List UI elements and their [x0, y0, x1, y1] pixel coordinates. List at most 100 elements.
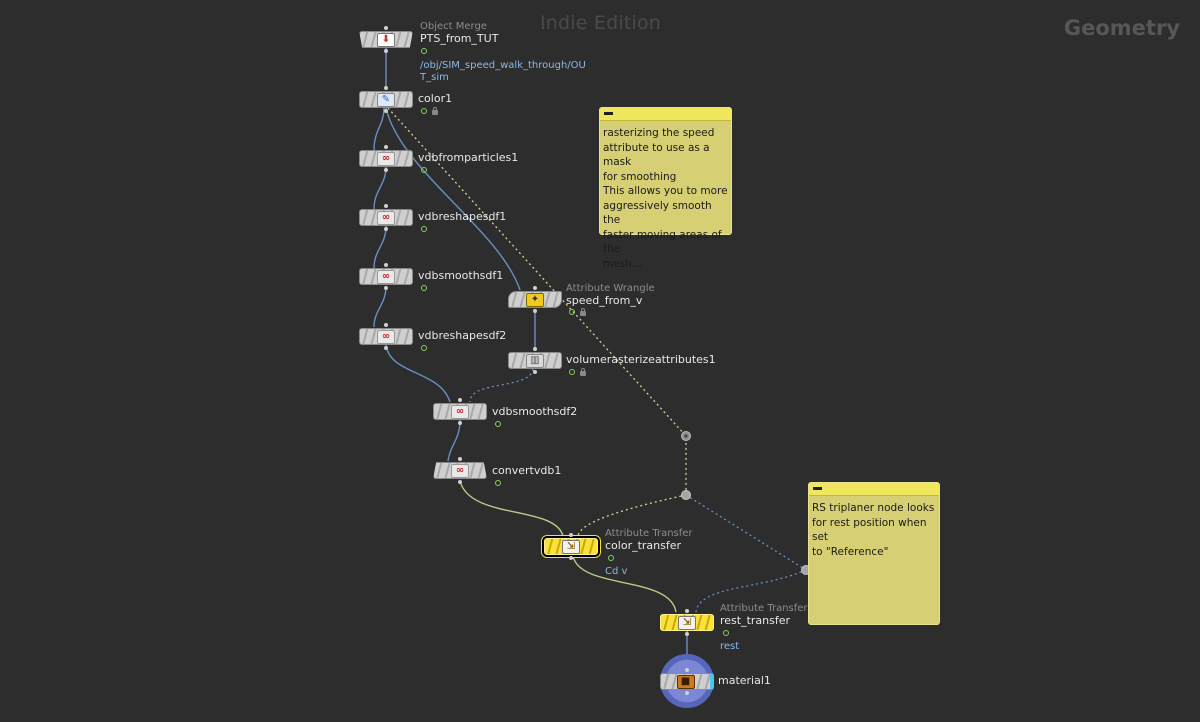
- node-port[interactable]: [569, 533, 573, 537]
- sticky-text[interactable]: RS triplaner node looks for rest positio…: [812, 502, 935, 558]
- node-port[interactable]: [384, 86, 388, 90]
- sticky-note-rasterize[interactable]: rasterizing the speed attribute to use a…: [599, 107, 732, 270]
- display-flag-icon[interactable]: [421, 345, 427, 351]
- node-port[interactable]: [384, 263, 388, 267]
- object-merge-icon: ⬇: [377, 32, 395, 47]
- node-port[interactable]: [533, 309, 537, 313]
- wire-dot-colortransfer: [577, 494, 687, 537]
- collapse-icon[interactable]: [604, 112, 613, 115]
- display-flag-icon[interactable]: [421, 226, 427, 232]
- wire-vdbfrom-reshape1: [373, 166, 387, 210]
- node-port[interactable]: [384, 346, 388, 350]
- node-color1[interactable]: ✎: [359, 91, 413, 108]
- node-param-attributes: rest: [720, 641, 740, 652]
- vdb-icon: ∞: [451, 404, 469, 419]
- sticky-text[interactable]: rasterizing the speed attribute to use a…: [603, 127, 728, 270]
- vdb-icon: ∞: [451, 463, 469, 478]
- node-port[interactable]: [685, 632, 689, 636]
- attribute-transfer-icon: ⇲: [678, 615, 696, 630]
- wire-dot-rest: [685, 494, 807, 571]
- wire-reshape1-smooth1: [373, 225, 387, 269]
- wire-volraster-smooth2: [469, 368, 534, 403]
- display-flag-icon[interactable]: [421, 285, 427, 291]
- display-flag-icon[interactable]: [495, 421, 501, 427]
- node-port[interactable]: [458, 421, 462, 425]
- node-port[interactable]: [533, 347, 537, 351]
- node-param-attributes: Cd v: [605, 566, 628, 577]
- node-rest-transfer[interactable]: ⇲: [660, 614, 714, 631]
- node-port[interactable]: [533, 370, 537, 374]
- node-label-speed-from-v[interactable]: speed_from_v: [566, 294, 643, 307]
- node-label-vdbreshapesdf2[interactable]: vdbreshapesdf2: [418, 329, 507, 342]
- node-port[interactable]: [384, 168, 388, 172]
- color-icon: ✎: [377, 92, 395, 107]
- node-label-material1[interactable]: material1: [718, 674, 771, 687]
- node-type-attribute-wrangle: Attribute Wrangle: [566, 283, 655, 294]
- node-port[interactable]: [384, 323, 388, 327]
- sticky-header[interactable]: [600, 108, 731, 121]
- node-type-attribute-transfer: Attribute Transfer: [720, 603, 808, 614]
- node-port[interactable]: [685, 691, 689, 695]
- node-port[interactable]: [458, 398, 462, 402]
- node-port[interactable]: [384, 204, 388, 208]
- node-type-attribute-transfer: Attribute Transfer: [605, 528, 693, 539]
- node-material1[interactable]: ■: [660, 673, 714, 690]
- collapse-icon[interactable]: [813, 487, 822, 490]
- display-flag-icon[interactable]: [421, 108, 427, 114]
- wire-dot-2[interactable]: [681, 490, 691, 500]
- lock-icon[interactable]: [432, 107, 438, 115]
- node-port[interactable]: [384, 286, 388, 290]
- display-flag-icon[interactable]: [608, 555, 614, 561]
- node-label-convertvdb1[interactable]: convertvdb1: [492, 464, 562, 477]
- node-label-rest-transfer[interactable]: rest_transfer: [720, 614, 791, 627]
- display-flag-icon[interactable]: [569, 369, 575, 375]
- display-flag-icon[interactable]: [723, 630, 729, 636]
- node-volumerasterizeattributes1[interactable]: ▥: [508, 352, 562, 369]
- node-vdbreshapesdf1[interactable]: ∞: [359, 209, 413, 226]
- vdb-icon: ∞: [377, 329, 395, 344]
- lock-icon[interactable]: [580, 308, 586, 316]
- node-port[interactable]: [685, 668, 689, 672]
- node-speed-from-v[interactable]: ✦: [508, 291, 562, 308]
- lock-icon[interactable]: [580, 368, 586, 376]
- node-port[interactable]: [384, 49, 388, 53]
- node-label-vdbfromparticles1[interactable]: vdbfromparticles1: [418, 151, 519, 164]
- node-port[interactable]: [384, 145, 388, 149]
- node-convertvdb1[interactable]: ∞: [433, 462, 487, 479]
- node-label-pts-from-tut[interactable]: PTS_from_TUT: [420, 32, 499, 45]
- node-port[interactable]: [458, 480, 462, 484]
- node-vdbfromparticles1[interactable]: ∞: [359, 150, 413, 167]
- node-label-vdbreshapesdf1[interactable]: vdbreshapesdf1: [418, 210, 507, 223]
- display-flag-icon[interactable]: [569, 309, 575, 315]
- node-port[interactable]: [458, 457, 462, 461]
- node-label-volumerasterize[interactable]: volumerasterizeattributes1: [566, 353, 716, 366]
- display-flag-icon[interactable]: [421, 48, 427, 54]
- node-port[interactable]: [384, 227, 388, 231]
- node-vdbsmoothsdf1[interactable]: ∞: [359, 268, 413, 285]
- node-port[interactable]: [569, 556, 573, 560]
- node-label-color-transfer[interactable]: color_transfer: [605, 539, 682, 552]
- sticky-header[interactable]: [809, 483, 939, 496]
- wire-smooth1-reshape2: [373, 285, 387, 328]
- node-label-vdbsmoothsdf2[interactable]: vdbsmoothsdf2: [492, 405, 578, 418]
- wire-colortransfer-resttransfer: [572, 555, 677, 613]
- node-label-color1[interactable]: color1: [418, 92, 453, 105]
- vdb-icon: ∞: [377, 151, 395, 166]
- display-flag-icon[interactable]: [495, 480, 501, 486]
- node-label-vdbsmoothsdf1[interactable]: vdbsmoothsdf1: [418, 269, 504, 282]
- vdb-icon: ∞: [377, 269, 395, 284]
- network-context-title: Geometry: [1063, 16, 1180, 40]
- node-pts-from-tut[interactable]: ⬇: [359, 31, 413, 48]
- node-port[interactable]: [685, 609, 689, 613]
- node-port[interactable]: [384, 109, 388, 113]
- node-port[interactable]: [533, 286, 537, 290]
- display-flag-icon[interactable]: [421, 167, 427, 173]
- node-color-transfer[interactable]: ⇲: [542, 536, 600, 557]
- node-port[interactable]: [384, 26, 388, 30]
- node-vdbreshapesdf2[interactable]: ∞: [359, 328, 413, 345]
- wire-color-wrangle: [385, 107, 521, 291]
- wire-convert-colortransfer: [459, 480, 564, 537]
- edition-label: Indie Edition: [540, 12, 662, 34]
- sticky-note-rs-triplanar[interactable]: RS triplaner node looks for rest positio…: [808, 482, 940, 625]
- node-vdbsmoothsdf2[interactable]: ∞: [433, 403, 487, 420]
